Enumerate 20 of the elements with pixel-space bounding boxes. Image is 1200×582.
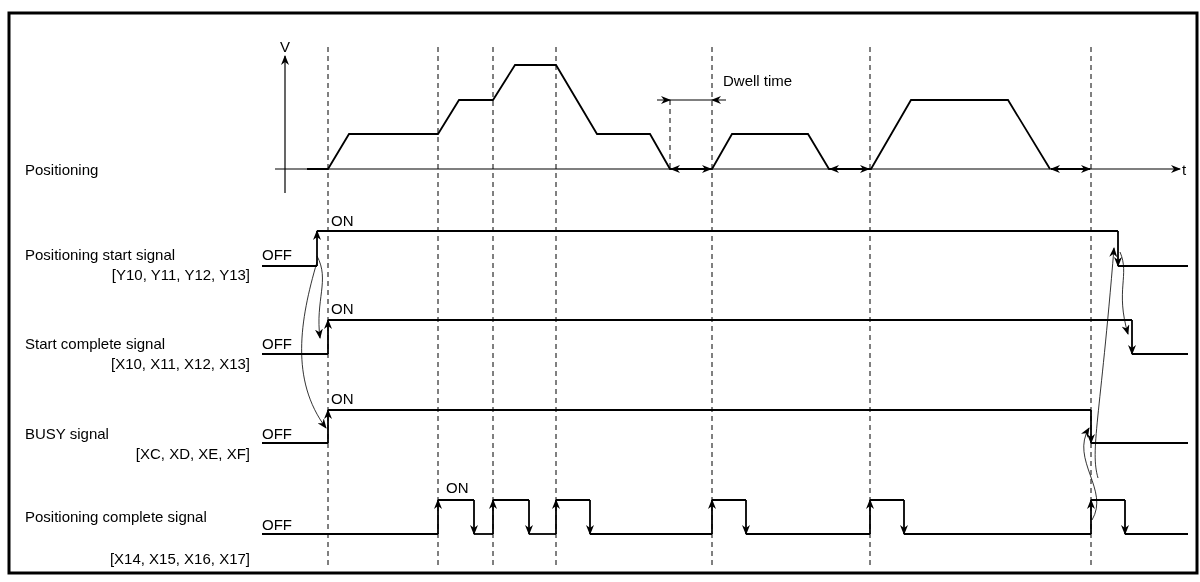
state-label: ON	[446, 479, 469, 496]
state-label: OFF	[262, 516, 292, 533]
axis-label: t	[1182, 161, 1187, 178]
state-label: OFF	[262, 425, 292, 442]
state-label: ON	[331, 212, 354, 229]
axis-label: V	[280, 38, 290, 55]
state-label: OFF	[262, 246, 292, 263]
signal-label: Positioning start signal	[25, 246, 176, 263]
address-label: [X10, X11, X12, X13]	[111, 355, 250, 372]
signal-label: Positioning complete signal	[25, 507, 208, 526]
state-label: ON	[331, 300, 354, 317]
address-label: [Y10, Y11, Y12, Y13]	[111, 266, 250, 283]
address-label: [X14, X15, X16, X17]	[109, 550, 250, 567]
dimension-label: Dwell time	[723, 72, 793, 89]
state-label: OFF	[262, 335, 292, 352]
state-label: ON	[331, 390, 354, 407]
address-label: [XC, XD, XE, XF]	[135, 445, 250, 462]
signal-label: Start complete signal	[25, 335, 166, 352]
signal-label: Positioning	[25, 161, 99, 178]
signal-label: BUSY signal	[25, 425, 109, 442]
